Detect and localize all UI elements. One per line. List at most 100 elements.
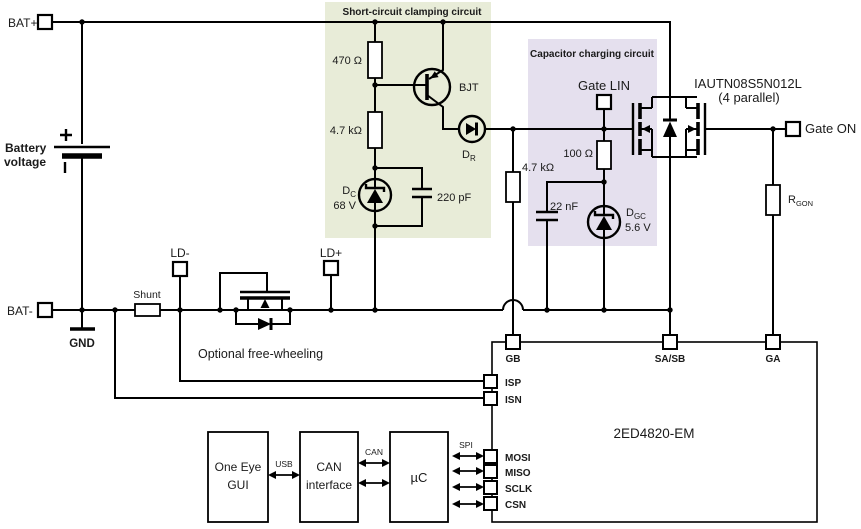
c22-branch [546,181,604,310]
gate-lin-terminal [595,93,613,111]
rgon-label: RGON [788,194,813,208]
battery-label-1: Battery [5,141,47,155]
body-diode-triangle [663,121,677,137]
spi-arrow-sclk [452,483,484,491]
mosfet-rails [652,96,697,158]
dgc-triangle [596,216,612,230]
mcu-label: µC [411,470,428,485]
pin-gb [505,334,521,350]
freewheel-label: Optional free-wheeling [198,347,323,361]
gate-lin-label: Gate LIN [578,78,630,93]
can-arrow-2 [358,479,390,487]
gui-label-1: One Eye [215,460,262,474]
gate-on-terminal [784,120,802,138]
freewheel-mosfet [240,290,290,330]
dr-triangle [466,123,476,135]
usb-bus-label: USB [275,459,293,469]
usb-arrow [268,471,300,479]
c22-label: 22 nF [550,201,578,213]
chip-name-label: 2ED4820-EM [613,426,694,441]
battery-label-2: voltage [4,155,46,169]
clamp-circuit-title: Short-circuit clamping circuit [343,7,483,18]
mosfet-part-label: IAUTN08S5N012L [694,76,802,91]
power-mosfet-pair [631,103,707,155]
resistor-470 [367,41,383,79]
gate-on-label: Gate ON [805,121,856,136]
dr-label: DR [462,149,476,163]
can-bus-label: CAN [365,447,383,457]
fw-gate-loop [219,272,268,310]
bat-minus-terminal [36,301,54,319]
r4k7-gate-label: 4.7 kΩ [522,162,554,174]
dgc-value-label: 5.6 V [625,222,651,234]
resistor-4k7-gate [505,171,521,203]
ld-minus-terminal [171,260,189,278]
dc-cathode-bar [364,184,386,192]
battery-plus-sign [60,129,72,141]
gnd-label: GND [69,338,95,350]
dc-label: DC [342,185,356,199]
dc-circle [357,177,393,213]
pin-isp [483,374,498,389]
can-label-2: interface [306,478,352,492]
fw-diode-loop [235,310,291,325]
pin-sasb-label: SA/SB [655,354,686,365]
ld-minus-label: LD- [170,246,189,260]
dc-triangle [367,189,383,203]
resistor-4k7-clamp [367,111,383,149]
diode-dr [457,114,487,144]
dgc-cathode-bar [593,211,615,219]
block-can-interface [299,431,359,523]
zener-dc [357,177,393,213]
pin-gb-label: GB [506,354,521,365]
block-one-eye-gui [207,431,269,523]
r470-label: 470 Ω [332,55,362,67]
can-label-1: CAN [316,460,341,474]
block-mcu [389,431,449,523]
cap-220pf [412,187,432,199]
can-arrow-1 [358,459,390,467]
dc-value-label: 68 V [333,200,356,212]
c220-label: 220 pF [437,192,472,204]
shunt-label: Shunt [133,289,161,301]
mosfet-parallel-label: (4 parallel) [718,90,779,105]
pin-isp-label: ISP [505,378,521,389]
ld-plus-label: LD+ [320,246,342,260]
gui-label-2: GUI [227,478,248,492]
left-mosfet-arrow [642,125,650,133]
right-mosfet-arrow [688,125,696,133]
bjt-transistor [412,67,452,107]
resistor-100 [596,140,612,170]
junction-dots [79,19,776,313]
pin-sclk [483,480,498,495]
bat-plus-terminal [36,13,54,31]
pin-ga [765,334,781,350]
pin-sclk-label: SCLK [505,484,533,495]
spi-arrow-csn [452,500,484,508]
chip-2ed4820 [491,341,818,523]
c220-loop [375,167,423,227]
bat-minus-label: BAT- [7,304,33,318]
fw-body-arrow [260,299,270,308]
pin-ga-label: GA [766,354,781,365]
fw-stubs [247,298,283,310]
pin-miso [483,464,498,479]
pin-miso-label: MISO [505,468,531,479]
r4k7-clamp-label: 4.7 kΩ [330,125,362,137]
bjt-label: BJT [459,82,479,94]
pin-csn [483,496,498,511]
pin-sasb [662,334,678,350]
zener-dgc [586,204,622,240]
fw-diode-triangle [258,318,271,330]
pin-mosi-label: MOSI [505,453,531,464]
dgc-circle [586,204,622,240]
charge-circuit-title: Capacitor charging circuit [530,49,655,60]
spi-arrow-mosi [452,452,484,460]
ld-plus-terminal [322,259,340,277]
bat-plus-rail [52,21,671,97]
pin-csn-label: CSN [505,500,526,511]
pin-isn [483,391,498,406]
dgc-label: DGC [626,207,646,221]
spi-arrow-miso [452,467,484,475]
